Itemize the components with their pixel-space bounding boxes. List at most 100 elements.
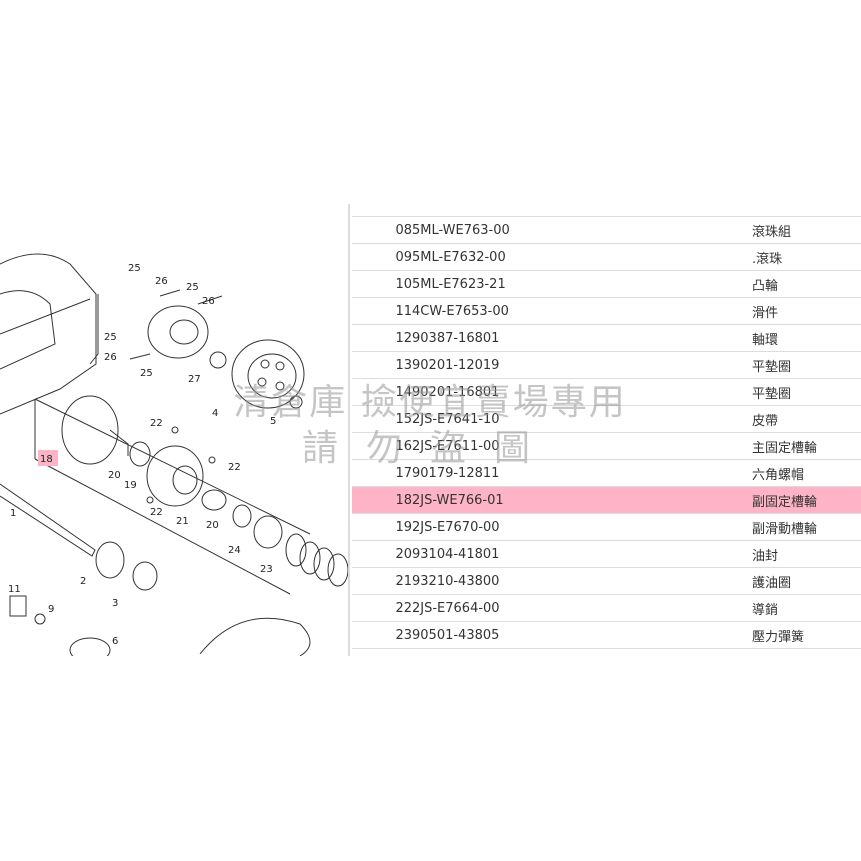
guide-pin	[146, 496, 154, 504]
housing-hole	[260, 359, 270, 369]
callout-label: 9	[48, 604, 54, 615]
callout-label: 19	[124, 480, 137, 491]
housing-hole	[257, 377, 267, 387]
callout-label: 21	[176, 516, 189, 527]
washer-27	[209, 351, 227, 369]
callout-label: 23	[260, 564, 273, 575]
callout-18: 18	[40, 454, 53, 465]
drive-shaft	[0, 483, 96, 557]
part-code: 93104-41801	[412, 540, 752, 568]
engine-case-outline	[0, 253, 97, 415]
bearing-2	[95, 541, 125, 579]
part-number-index: 08	[352, 216, 412, 244]
part-code: 2JS-E7641-10	[412, 405, 752, 433]
part-number-index: 18	[352, 486, 412, 514]
part-code: 2JS-E7664-00	[412, 594, 752, 622]
clutch-carrier-hub	[169, 319, 199, 345]
bracket-line-1	[89, 294, 99, 365]
housing-hole	[275, 381, 285, 391]
part-name: 壓力彈簧	[752, 621, 861, 649]
part-number-index: 17	[352, 459, 412, 487]
nut-5	[289, 395, 303, 409]
part-number-index: 11	[352, 297, 412, 325]
oil-seal-20	[232, 504, 252, 528]
part-name: 副固定槽輪	[752, 486, 861, 514]
part-number-index: 10	[352, 270, 412, 298]
callout-label: 11	[8, 584, 21, 595]
housing-hole	[275, 361, 285, 371]
callout-label: 26	[155, 276, 168, 287]
part-number-index: 22	[352, 594, 412, 622]
callout-label: 3	[112, 598, 118, 609]
callout-label: 20	[108, 470, 121, 481]
part-name: 皮帶	[752, 405, 861, 433]
bracket-line-4	[34, 398, 311, 535]
part-name: 副滑動槽輪	[752, 513, 861, 541]
callout-label: 20	[206, 520, 219, 531]
part-number-index: 16	[352, 432, 412, 460]
spring-coil	[299, 541, 321, 575]
callout-label: 5	[270, 416, 276, 427]
part-name: 平墊圈	[752, 351, 861, 379]
exploded-parts-diagram: 18 25 26 25 26 25 26 25 27 4 5 22 22 20 …	[0, 204, 348, 656]
part-code: 5ML-WE763-00	[412, 216, 752, 244]
diagram-drawing: 18 25 26 25 26 25 26 25 27 4 5 22 22 20 …	[0, 253, 348, 656]
part-number-index: 13	[352, 351, 412, 379]
spring-seat-24	[253, 515, 283, 549]
guide-pin	[208, 456, 216, 464]
part-code: 4CW-E7653-00	[412, 297, 752, 325]
part-code: 90179-12811	[412, 459, 752, 487]
callout-label: 26	[104, 352, 117, 363]
drive-belt	[199, 617, 311, 656]
part-number-index: 19	[352, 513, 412, 541]
callout-label: 26	[202, 296, 215, 307]
callout-label: 25	[128, 263, 141, 274]
callout-label: 1	[10, 508, 16, 519]
part-name: 滑件	[752, 297, 861, 325]
part-number-index: 21	[352, 567, 412, 595]
clutch-housing	[231, 339, 305, 409]
part-name: 平墊圈	[752, 378, 861, 406]
part-code: 90201-12019	[412, 351, 752, 379]
part-number-index: 20	[352, 540, 412, 568]
callout-label: 22	[150, 418, 163, 429]
clutch-carrier	[147, 305, 209, 359]
bearing-3	[132, 561, 158, 591]
part-code: 5ML-E7632-00	[412, 243, 752, 271]
clutch-housing-inner	[247, 353, 297, 399]
part-name: 滾珠組	[752, 216, 861, 244]
sheave-shaft	[109, 429, 129, 456]
part-code: 2JS-E7611-00	[412, 432, 752, 460]
part-code: 90201-16801	[412, 378, 752, 406]
part-code: 2JS-WE766-01	[412, 486, 752, 514]
part-code: 2JS-E7670-00	[412, 513, 752, 541]
fixed-sheave	[61, 395, 119, 465]
part-name: 護油圈	[752, 567, 861, 595]
spring-coil	[313, 547, 335, 581]
part-number-index: 09	[352, 243, 412, 271]
callout-label: 25	[104, 332, 117, 343]
part-name: 油封	[752, 540, 861, 568]
sliding-sheave	[146, 445, 204, 507]
callout-label: 24	[228, 545, 241, 556]
part-code: 90387-16801	[412, 324, 752, 352]
bracket-line-3	[34, 458, 291, 595]
part-name: 凸輪	[752, 270, 861, 298]
